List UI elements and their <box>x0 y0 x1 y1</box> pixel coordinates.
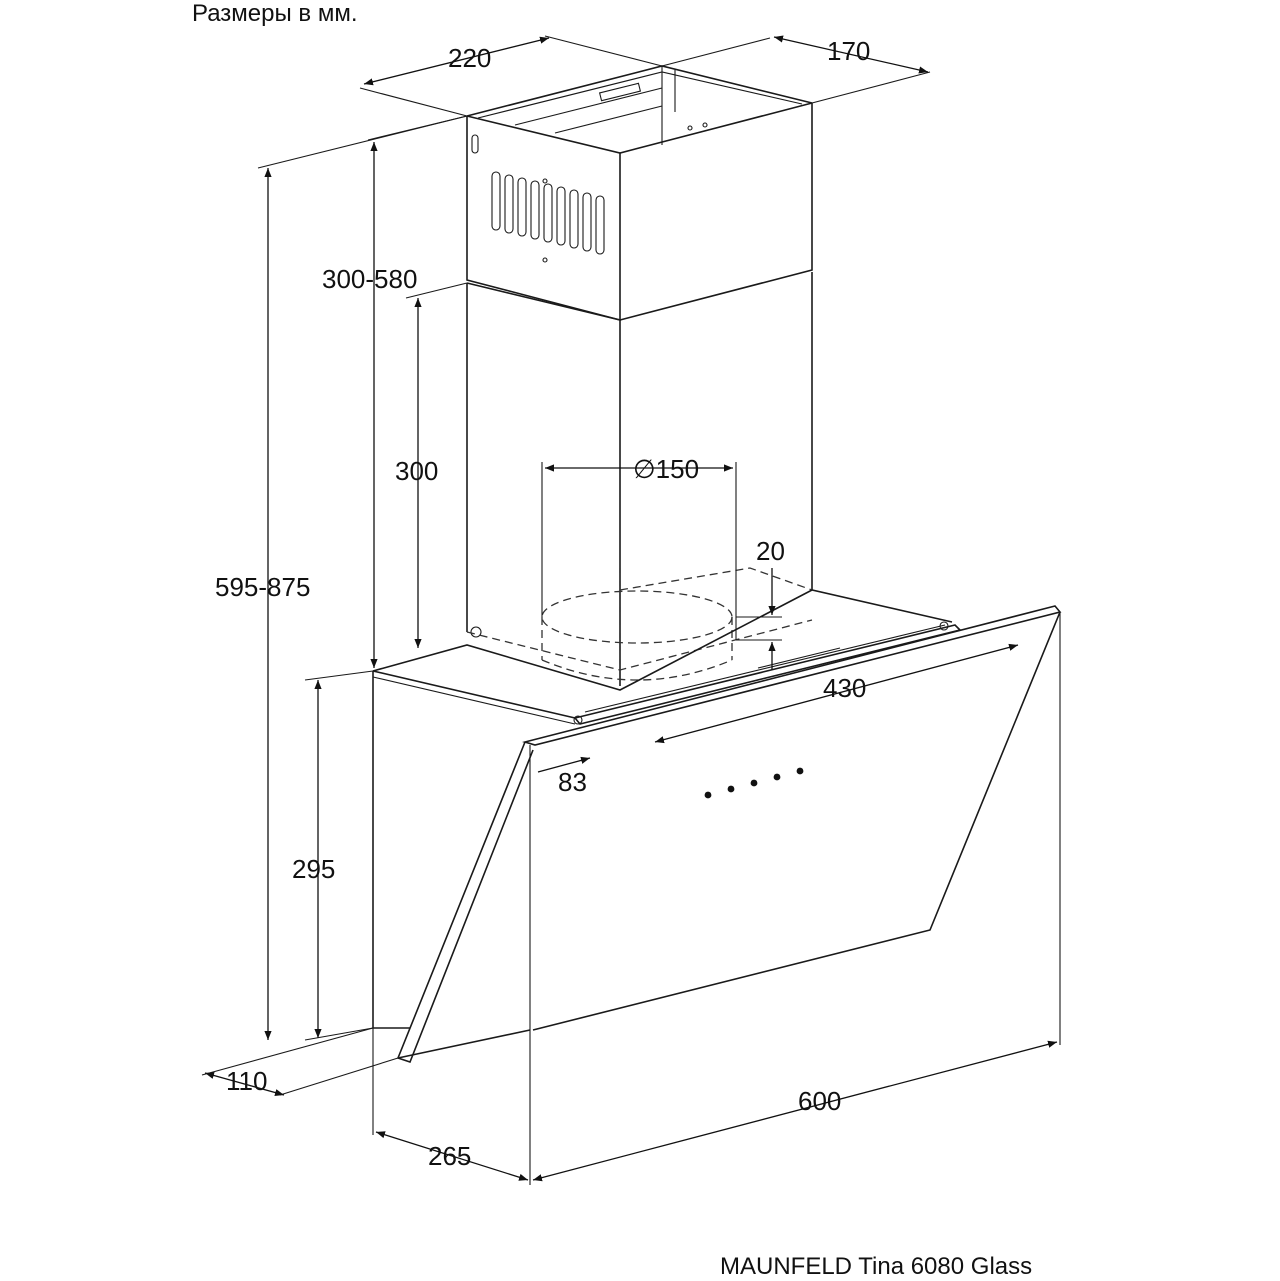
dim-label-total-height: 595-875 <box>215 572 310 602</box>
dim-label-mount-width: 430 <box>823 673 866 703</box>
dim-label-depth: 265 <box>428 1141 471 1171</box>
dim-label-body-height: 295 <box>292 854 335 884</box>
control-buttons <box>704 767 804 799</box>
model-caption: MAUNFELD Tina 6080 Glass <box>720 1253 1033 1280</box>
vent-slots <box>471 122 708 263</box>
dimension-labels: 220 170 300-580 300 ∅150 20 595-875 295 … <box>215 36 870 1171</box>
dim-label-duct-depth: 170 <box>827 36 870 66</box>
upper-duct <box>466 65 813 322</box>
dim-label-bottom-depth: 110 <box>226 1066 267 1096</box>
dim-label-outlet-offset: 20 <box>756 536 785 566</box>
dim-label-duct-height-range: 300-580 <box>322 264 417 294</box>
dim-label-outlet-diameter: ∅150 <box>633 454 699 484</box>
dim-label-width: 600 <box>798 1086 841 1116</box>
dimension-lines <box>201 35 1061 1185</box>
dim-label-lower-duct-height: 300 <box>395 456 438 486</box>
units-note: Размеры в мм. <box>192 0 358 27</box>
dim-label-panel-offset: 83 <box>558 767 587 797</box>
dim-label-duct-width: 220 <box>448 43 491 73</box>
